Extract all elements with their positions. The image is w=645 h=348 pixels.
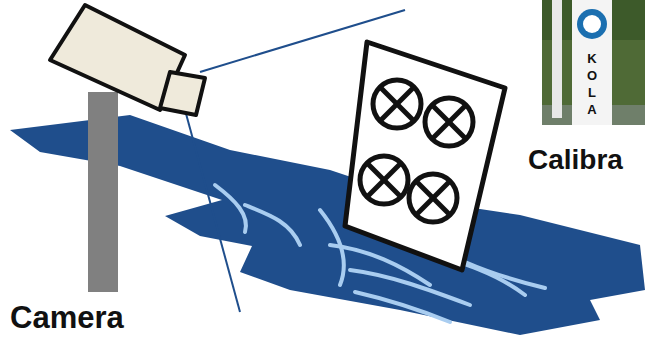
gauge-sign xyxy=(572,0,612,125)
gauge-photo xyxy=(542,0,645,125)
camera-lens xyxy=(160,72,205,115)
calibration-board xyxy=(345,42,505,270)
target-marker xyxy=(373,80,421,128)
camera-label: Camera xyxy=(10,300,124,336)
target-marker xyxy=(425,98,473,146)
target-marker xyxy=(360,156,408,204)
water-streak xyxy=(215,185,246,232)
board-plate xyxy=(345,42,505,270)
sign-text: KOLA xyxy=(585,50,599,118)
staff-gauge xyxy=(552,0,562,118)
target-markers xyxy=(360,80,473,222)
sign-logo-inner xyxy=(583,15,601,33)
sign-logo xyxy=(577,9,607,39)
camera-symbol xyxy=(50,5,205,115)
water-streak xyxy=(245,205,300,245)
photo-background xyxy=(542,0,645,125)
calibration-label: Calibra xyxy=(528,144,623,176)
water-streak xyxy=(350,270,470,305)
view-line xyxy=(185,110,240,312)
target-marker xyxy=(409,174,457,222)
camera-pole xyxy=(88,92,118,292)
water-streak xyxy=(465,262,545,288)
water-streak xyxy=(355,292,450,322)
